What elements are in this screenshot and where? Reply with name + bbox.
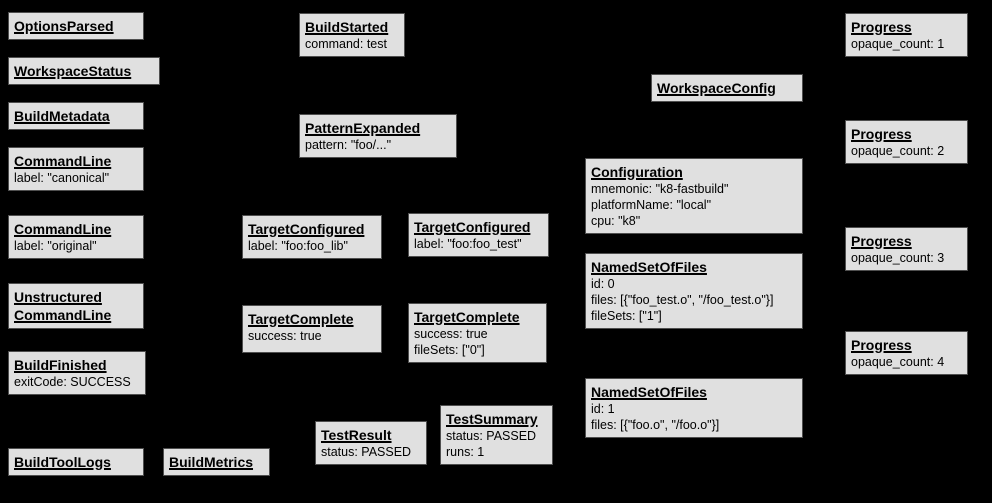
event-box-build-started: BuildStarted command: test — [299, 13, 405, 57]
event-box-build-tool-logs: BuildToolLogs — [8, 448, 144, 476]
event-title: TestSummary — [446, 411, 538, 427]
event-title: BuildToolLogs — [14, 454, 111, 470]
event-box-pattern-expanded: PatternExpanded pattern: "foo/..." — [299, 114, 457, 158]
event-attr: opaque_count: 4 — [851, 355, 945, 369]
event-attr: mnemonic: "k8-fastbuild" — [591, 182, 729, 196]
event-box-progress-3: Progress opaque_count: 3 — [845, 227, 968, 271]
event-attr: success: true — [248, 329, 322, 343]
event-attr: fileSets: ["0"] — [414, 343, 485, 357]
event-title: Progress — [851, 233, 912, 249]
event-box-test-result: TestResult status: PASSED — [315, 421, 427, 465]
event-box-workspace-status: WorkspaceStatus — [8, 57, 160, 85]
event-box-build-metadata: BuildMetadata — [8, 102, 144, 130]
event-title: Configuration — [591, 164, 683, 180]
event-title: WorkspaceConfig — [657, 80, 776, 96]
event-box-target-complete-lib: TargetComplete success: true — [242, 305, 382, 353]
event-title: Progress — [851, 19, 912, 35]
event-box-command-line-canonical: CommandLine label: "canonical" — [8, 147, 144, 191]
event-attr: label: "foo:foo_lib" — [248, 239, 348, 253]
event-box-configuration: Configuration mnemonic: "k8-fastbuild" p… — [585, 158, 803, 234]
event-attr: label: "canonical" — [14, 171, 110, 185]
event-title: TargetComplete — [248, 311, 354, 327]
event-title: BuildMetadata — [14, 108, 110, 124]
event-attr: fileSets: ["1"] — [591, 309, 662, 323]
event-attr: opaque_count: 3 — [851, 251, 945, 265]
event-title: TestResult — [321, 427, 392, 443]
event-title: PatternExpanded — [305, 120, 421, 136]
event-title: TargetComplete — [414, 309, 520, 325]
event-title: NamedSetOfFiles — [591, 384, 707, 400]
event-attr: id: 0 — [591, 277, 615, 291]
event-title: CommandLine — [14, 153, 112, 169]
event-box-target-configured-lib: TargetConfigured label: "foo:foo_lib" — [242, 215, 382, 259]
event-attr: runs: 1 — [446, 445, 485, 459]
event-attr: label: "original" — [14, 239, 97, 253]
event-title: NamedSetOfFiles — [591, 259, 707, 275]
event-box-options-parsed: OptionsParsed — [8, 12, 144, 40]
event-attr: status: PASSED — [446, 429, 537, 443]
event-attr: files: [{"foo.o", "/foo.o"}] — [591, 418, 720, 432]
event-title: Progress — [851, 126, 912, 142]
event-box-unstructured-command-line: Unstructured CommandLine — [8, 283, 144, 329]
event-title: TargetConfigured — [248, 221, 365, 237]
event-box-build-metrics: BuildMetrics — [163, 448, 270, 476]
event-title: Unstructured CommandLine — [14, 289, 112, 323]
event-attr: opaque_count: 1 — [851, 37, 945, 51]
event-attr: command: test — [305, 37, 387, 51]
event-title: TargetConfigured — [414, 219, 531, 235]
event-attr: id: 1 — [591, 402, 615, 416]
event-box-progress-1: Progress opaque_count: 1 — [845, 13, 968, 57]
event-attr: cpu: "k8" — [591, 214, 641, 228]
event-title: OptionsParsed — [14, 18, 114, 34]
event-title: BuildStarted — [305, 19, 389, 35]
event-attr: platformName: "local" — [591, 198, 712, 212]
event-attr: exitCode: SUCCESS — [14, 375, 131, 389]
event-box-workspace-config: WorkspaceConfig — [651, 74, 803, 102]
event-box-test-summary: TestSummary status: PASSED runs: 1 — [440, 405, 553, 465]
event-title: Progress — [851, 337, 912, 353]
event-attr: status: PASSED — [321, 445, 412, 459]
event-attr: pattern: "foo/..." — [305, 138, 392, 152]
event-attr: success: true — [414, 327, 488, 341]
event-title: CommandLine — [14, 221, 112, 237]
event-title: BuildMetrics — [169, 454, 254, 470]
event-box-named-set-of-files-1: NamedSetOfFiles id: 1 files: [{"foo.o", … — [585, 378, 803, 438]
event-title: WorkspaceStatus — [14, 63, 132, 79]
event-title: BuildFinished — [14, 357, 107, 373]
event-box-progress-4: Progress opaque_count: 4 — [845, 331, 968, 375]
event-box-named-set-of-files-0: NamedSetOfFiles id: 0 files: [{"foo_test… — [585, 253, 803, 329]
event-box-command-line-original: CommandLine label: "original" — [8, 215, 144, 259]
event-box-progress-2: Progress opaque_count: 2 — [845, 120, 968, 164]
event-attr: opaque_count: 2 — [851, 144, 945, 158]
event-box-target-configured-test: TargetConfigured label: "foo:foo_test" — [408, 213, 549, 257]
event-attr: files: [{"foo_test.o", "/foo_test.o"}] — [591, 293, 774, 307]
event-box-target-complete-test: TargetComplete success: true fileSets: [… — [408, 303, 547, 363]
event-box-build-finished: BuildFinished exitCode: SUCCESS — [8, 351, 146, 395]
event-attr: label: "foo:foo_test" — [414, 237, 522, 251]
